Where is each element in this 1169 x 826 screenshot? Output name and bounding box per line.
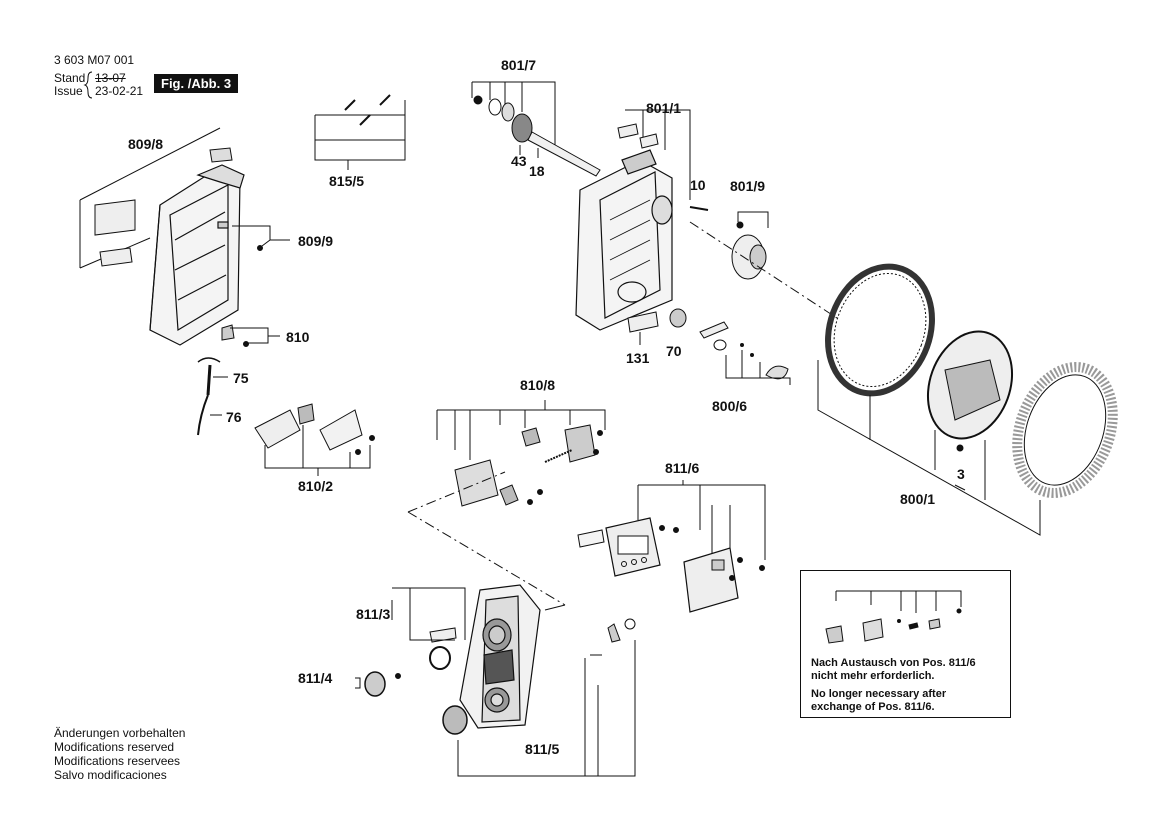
callout-43: 43: [511, 153, 527, 169]
callout-811-5: 811/5: [525, 741, 560, 757]
document-number: 3 603 M07 001: [54, 53, 135, 67]
callout-76: 76: [226, 409, 242, 425]
callout-809-9: 809/9: [298, 233, 334, 249]
callout-815-5: 815/5: [329, 173, 365, 189]
callout-3: 3: [957, 466, 965, 482]
wheel-tread: [1012, 362, 1118, 498]
figure-label: Fig. /Abb. 3: [154, 74, 239, 93]
callout-18: 18: [529, 163, 545, 179]
callout-10: 10: [690, 177, 706, 193]
callout-801-9: 801/9: [730, 178, 766, 194]
callout-811-3: 811/3: [356, 606, 391, 622]
callout-75: 75: [233, 370, 249, 386]
modifications-notice: Änderungen vorbehalten Modifications res…: [54, 726, 185, 782]
callout-811-4: 811/4: [298, 670, 333, 686]
note-english-line-2: exchange of Pos. 811/6.: [811, 701, 935, 713]
note-german-line-1: Nach Austausch von Pos. 811/6: [811, 657, 976, 669]
replacement-note-box: Nach Austausch von Pos. 811/6 nicht mehr…: [800, 570, 1011, 718]
note-parts-drawing: [825, 590, 962, 644]
wheel-ring-outer: [825, 263, 935, 397]
circuit-board: [683, 547, 739, 613]
callout-811-6: 811/6: [665, 460, 700, 476]
issue-label: Issue: [54, 84, 83, 98]
footer-line-french: Modifications reservees: [54, 754, 181, 768]
issue-date: 23-02-21: [95, 84, 144, 98]
footer-line-english: Modifications reserved: [54, 740, 175, 754]
callout-800-6: 800/6: [712, 398, 748, 414]
display-module: [605, 517, 661, 577]
housing-shell-left: [149, 164, 245, 346]
callout-800-1: 800/1: [900, 491, 936, 507]
callout-70: 70: [666, 343, 682, 359]
stand-date: 13-07: [95, 71, 126, 85]
callout-810: 810: [286, 329, 310, 345]
note-english-line-1: No longer necessary after: [811, 688, 947, 700]
callout-801-1: 801/1: [646, 100, 682, 116]
callout-801-7: 801/7: [501, 57, 537, 73]
wheel-ring-inner: [926, 330, 1014, 440]
switch-assembly: [254, 403, 375, 455]
callout-809-8: 809/8: [128, 136, 164, 152]
stand-label: Stand: [54, 71, 86, 85]
front-cover: [459, 584, 541, 729]
footer-line-german: Änderungen vorbehalten: [54, 726, 186, 740]
callout-810-8: 810/8: [520, 377, 556, 393]
footer-line-spanish: Salvo modificaciones: [54, 768, 167, 782]
note-german-line-2: nicht mehr erforderlich.: [811, 670, 935, 682]
callout-810-2: 810/2: [298, 478, 334, 494]
callout-131: 131: [626, 350, 650, 366]
gearbox-housing: [575, 149, 673, 331]
